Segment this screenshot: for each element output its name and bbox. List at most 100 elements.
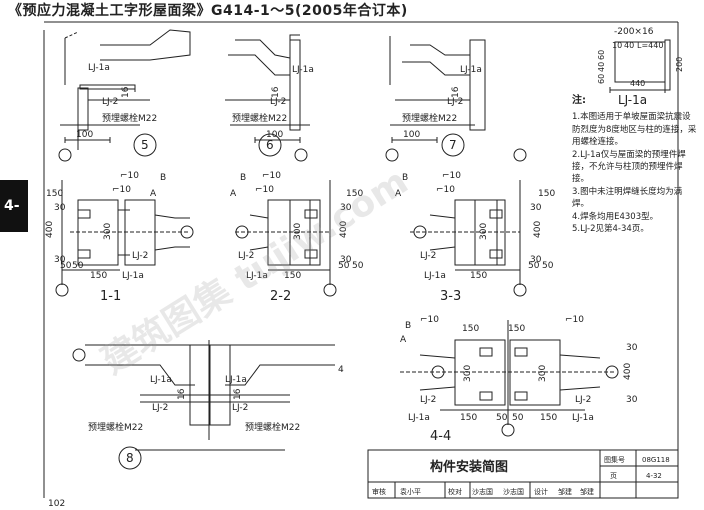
title-block-atlas-no: 08G118 xyxy=(642,456,670,464)
d8-bolt-left: 预埋螺栓M22 xyxy=(88,421,143,433)
detail-5-lj1a-label: LJ-1a xyxy=(88,63,110,73)
s44-angle-2: ⌐10 xyxy=(565,315,584,325)
lj1a-part-drawing xyxy=(609,39,671,93)
detail-8-drawing xyxy=(85,340,335,451)
s33-label-a: A xyxy=(395,189,402,199)
d8-weld-right: 16 xyxy=(233,388,243,400)
s44-dim-150-left: 150 xyxy=(462,324,479,334)
note-item-1: 1.本图适用于单坡屋面梁抗震设防烈度为8度地区与柱的连接，采用螺栓连接。 xyxy=(572,112,697,148)
section-3-3-drawing xyxy=(410,180,521,285)
section-2-2-grid-circle xyxy=(323,283,337,297)
s11-name: 1-1 xyxy=(100,289,121,304)
s22-lj1a-label: LJ-1a xyxy=(246,271,268,281)
s11-label-b: B xyxy=(160,173,166,183)
title-block-atlas-label: 图集号 xyxy=(604,455,625,464)
s22-dim-50-a: 50 xyxy=(338,261,350,271)
s44-label-b: B xyxy=(405,321,411,331)
note-item-5: 5.LJ-2见第4-34页。 xyxy=(572,224,649,235)
s22-label-b: B xyxy=(240,173,246,183)
title-block-check-label: 校对 xyxy=(448,487,462,496)
detail-7-number: 7 xyxy=(449,138,457,152)
s44-dim-30-bot: 30 xyxy=(626,395,638,405)
document-title: 《预应力混凝土工字形屋面梁》G414-1～5(2005年合订本) xyxy=(8,3,408,19)
detail-5-circle xyxy=(133,133,157,157)
s22-dim-150-bottom: 150 xyxy=(284,271,301,281)
s22-dim-50-b: 50 xyxy=(352,261,364,271)
lj1a-dim-40: 40 xyxy=(624,41,634,50)
detail-6-circle xyxy=(258,133,282,157)
s22-dim-30-top: 30 xyxy=(340,203,352,213)
d8-bolt-right: 预埋螺栓M22 xyxy=(245,421,300,433)
detail-5-weld-size: 16 xyxy=(121,86,131,98)
detail-5-number: 5 xyxy=(141,138,149,152)
d8-lj2-left: LJ-2 xyxy=(152,403,168,413)
d8-side-mark: 4 xyxy=(338,365,344,375)
s11-label-a: A xyxy=(150,189,157,199)
detail-8-grid-circle-left xyxy=(72,348,86,362)
s33-dim-50-a: 50 xyxy=(528,261,540,271)
d8-number: 8 xyxy=(126,451,134,465)
s44-lj1a-right: LJ-1a xyxy=(572,413,594,423)
s33-angle-1: ⌐10 xyxy=(442,171,461,181)
s44-lj1a-left: LJ-1a xyxy=(408,413,430,423)
section-4-4-right-circle xyxy=(605,365,619,379)
title-block-designer-sign: 邹建 xyxy=(580,487,594,496)
detail-7-lj1a-label: LJ-1a xyxy=(460,65,482,75)
detail-6-grid-circle xyxy=(294,148,308,162)
s11-dim-30-top: 30 xyxy=(54,203,66,213)
s11-dim-30-bot: 30 xyxy=(54,255,66,265)
d8-weld-left: 16 xyxy=(177,388,187,400)
title-block-review-label: 审核 xyxy=(372,487,386,496)
detail-5-drawing xyxy=(60,29,191,150)
note-item-3: 3.图中未注明焊缝长度均为满焊。 xyxy=(572,186,683,210)
s11-dim-150-bottom: 150 xyxy=(90,271,107,281)
d8-lj2-right: LJ-2 xyxy=(232,403,248,413)
section-3-3-grid-circle xyxy=(513,283,527,297)
lj1a-dim-10: 10 xyxy=(612,41,622,50)
s44-lj2-right: LJ-2 xyxy=(575,395,591,405)
d8-lj1a-left: LJ-1a xyxy=(150,375,172,385)
detail-7-grid-circle xyxy=(385,148,399,162)
title-block-checker-sign: 沙志国 xyxy=(503,487,524,496)
s33-dim-150: 150 xyxy=(538,189,555,199)
lj1a-length: L=440 xyxy=(637,41,663,50)
s33-dim-30-bot: 30 xyxy=(530,255,542,265)
lj1a-dim-40-mid: 40 xyxy=(597,62,606,72)
s33-dim-50-b: 50 xyxy=(542,261,554,271)
detail-7-drawing xyxy=(389,36,486,143)
s33-lj1a-label: LJ-1a xyxy=(424,271,446,281)
detail-6-dim-100: 100 xyxy=(266,130,283,140)
detail-7-circle xyxy=(441,133,465,157)
detail-5-grid-circle xyxy=(58,148,72,162)
lj1a-plate-spec: -200×16 xyxy=(614,27,654,37)
s11-dim-50-b: 50 xyxy=(72,261,84,271)
s22-dim-400: 400 xyxy=(339,221,349,238)
title-block-drawing-title: 构件安装简图 xyxy=(430,459,508,475)
s44-dim-150-bl: 150 xyxy=(460,413,477,423)
s11-lj2-label: LJ-2 xyxy=(132,251,148,261)
section-4-4-left-circle xyxy=(431,365,445,379)
s22-dim-30-bot: 30 xyxy=(340,255,352,265)
notes-heading: 注: xyxy=(572,95,586,106)
s22-label-a: A xyxy=(230,189,237,199)
section-1-1-end-circle xyxy=(180,225,194,239)
s22-angle-2: ⌐10 xyxy=(255,185,274,195)
section-1-1-grid-circle xyxy=(55,283,69,297)
s11-lj1a-label: LJ-1a xyxy=(122,271,144,281)
detail-8-circle xyxy=(118,446,142,470)
s33-name: 3-3 xyxy=(440,289,461,304)
s33-dim-150-bottom: 150 xyxy=(470,271,487,281)
title-block-page-label: 页 xyxy=(610,472,617,480)
s22-lj2-label: LJ-2 xyxy=(238,251,254,261)
title-block-page: 4-32 xyxy=(646,472,662,480)
s33-dim-30-top: 30 xyxy=(530,203,542,213)
section-2-2-end-circle xyxy=(235,225,249,239)
title-block-design-label: 设计 xyxy=(534,487,548,496)
section-1-1-drawing xyxy=(61,180,190,285)
s33-label-b: B xyxy=(402,173,408,183)
s44-angle-1: ⌐10 xyxy=(420,315,439,325)
notes-panel: 注: 1.本图适用于单坡屋面梁抗震设防烈度为8度地区与柱的连接，采用螺栓连接。 … xyxy=(572,95,698,235)
s44-dim-150-right: 150 xyxy=(508,324,525,334)
detail-6-weld-size: 16 xyxy=(271,86,281,98)
s22-dim-150: 150 xyxy=(346,189,363,199)
